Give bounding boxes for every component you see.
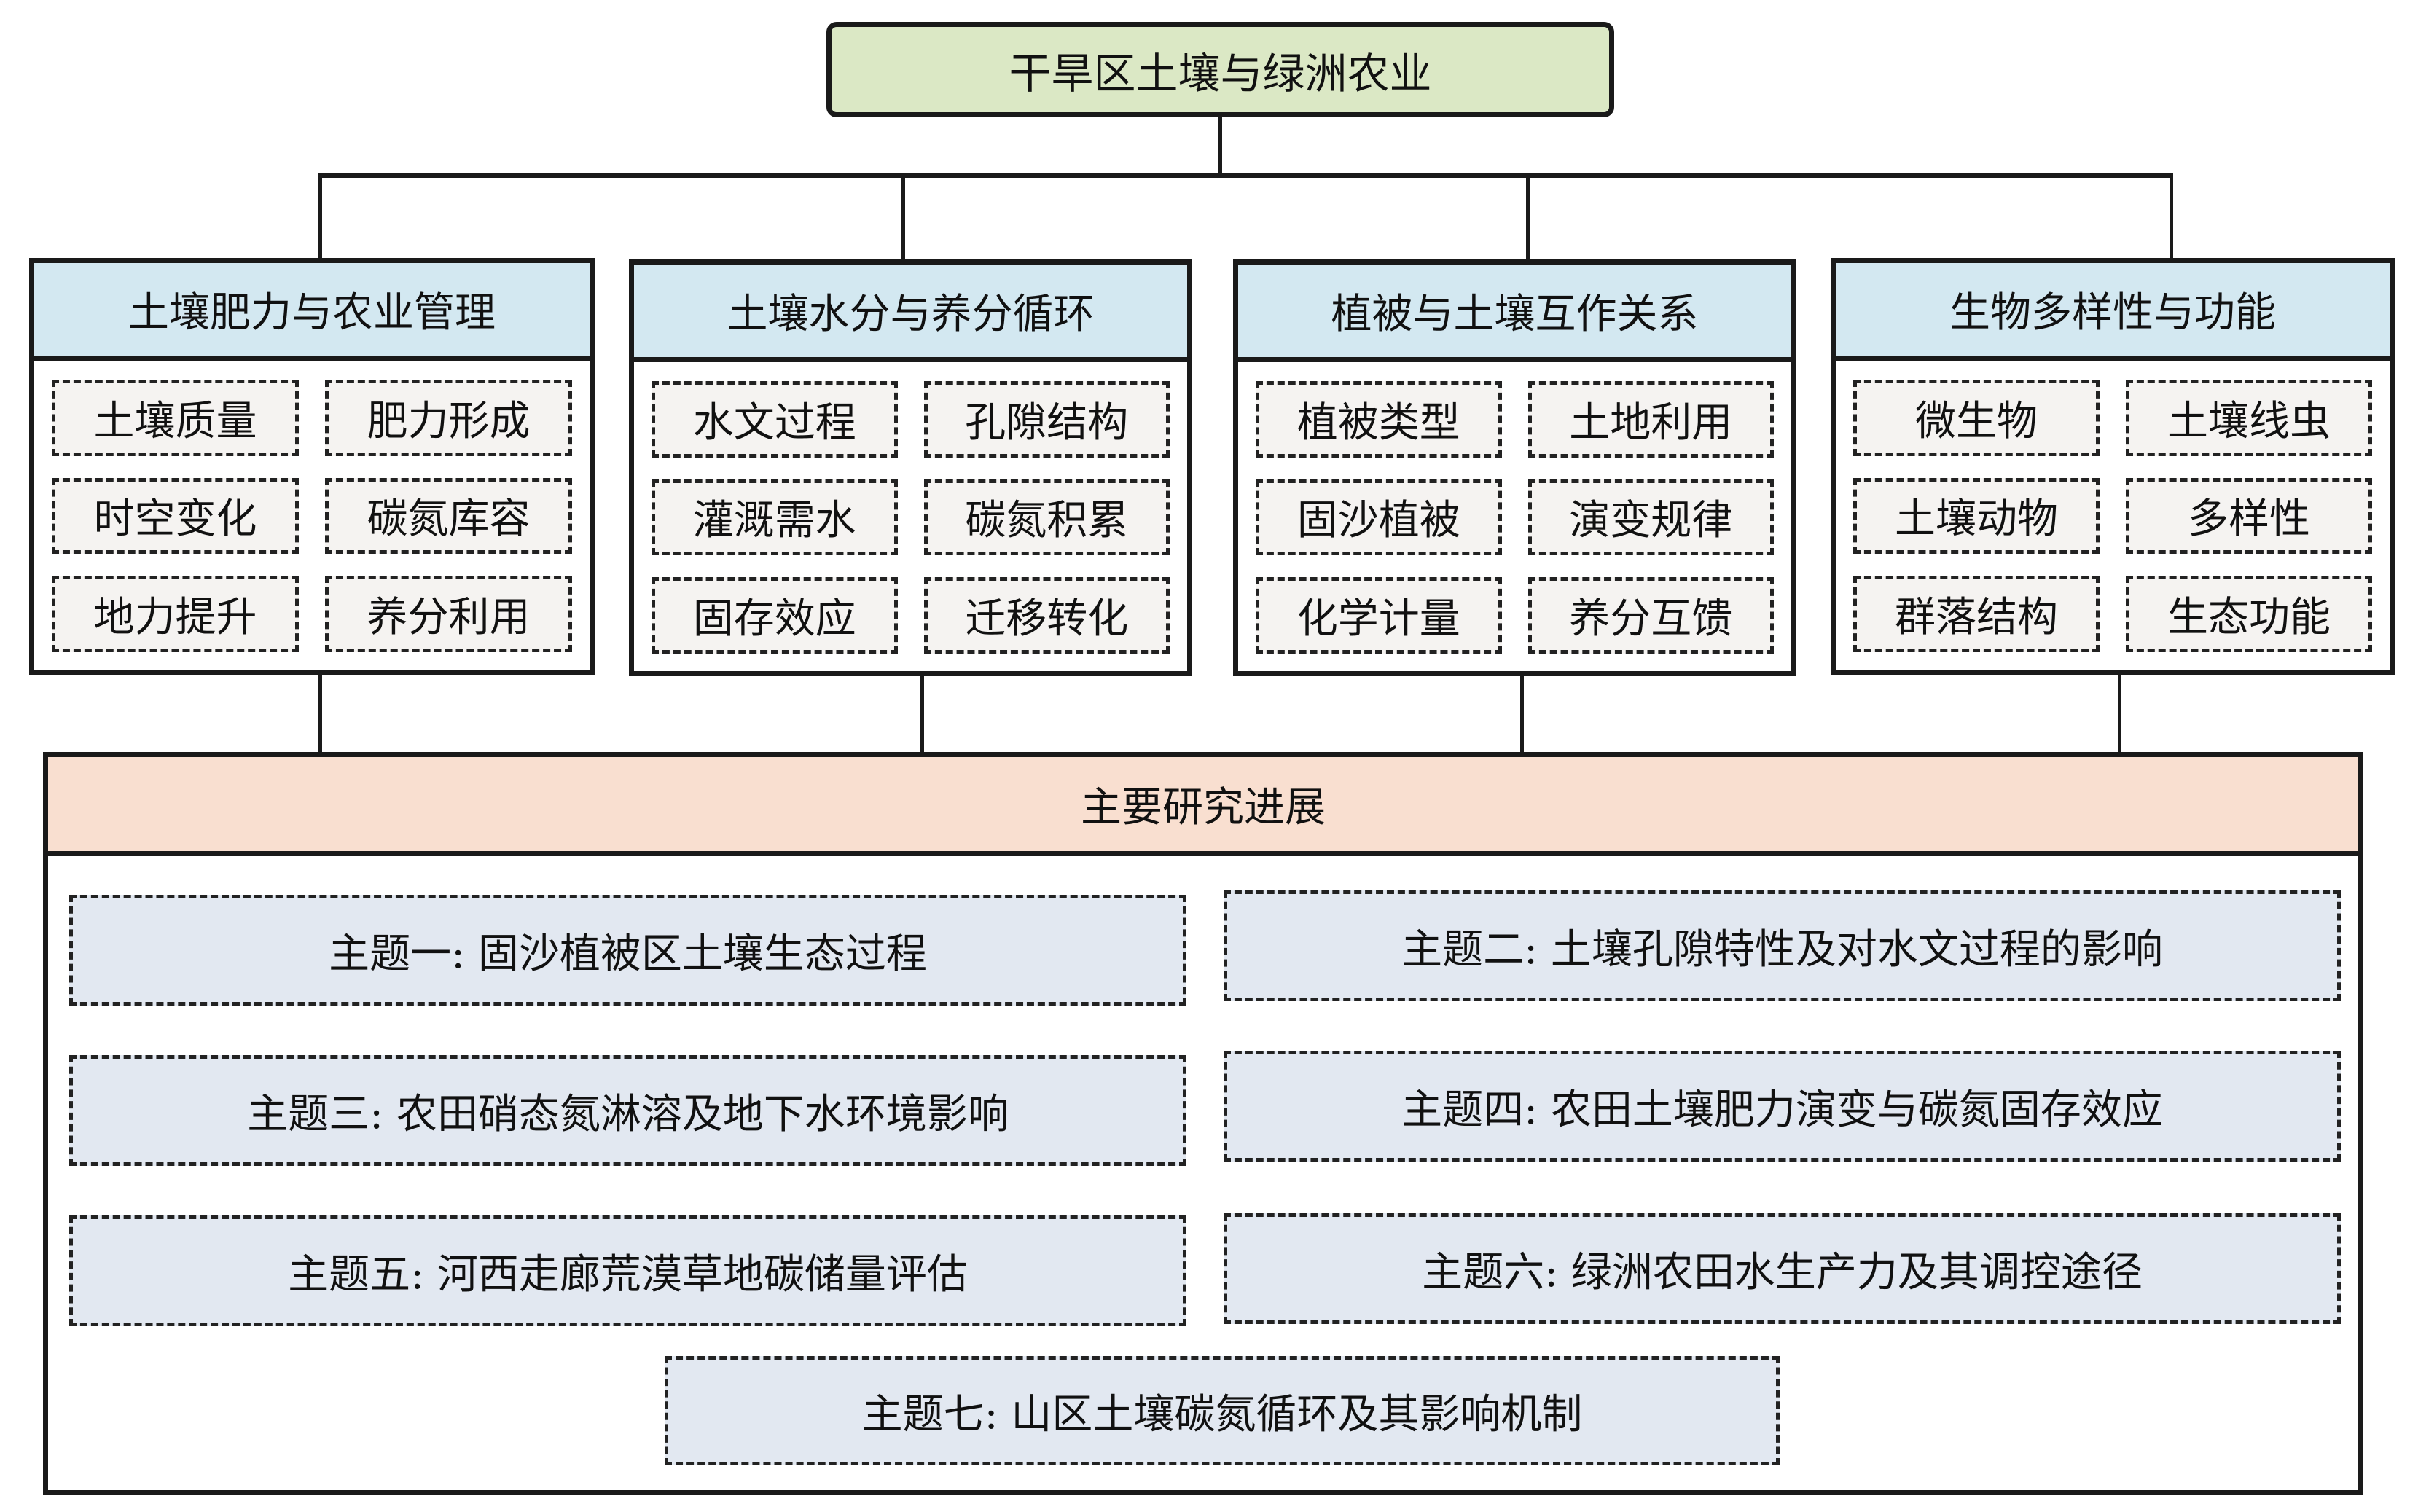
connector-cat-4-up: [2170, 175, 2173, 259]
category-title: 生物多样性与功能: [1949, 289, 2276, 337]
category-title: 植被与土壤互作关系: [1331, 291, 1699, 338]
keyword-item: 化学计量: [1256, 577, 1502, 654]
theme-7: 主题七: 山区土壤碳氮循环及其影响机制: [665, 1356, 1780, 1465]
theme-3: 主题三: 农田硝态氮淋溶及地下水环境影响: [69, 1055, 1186, 1166]
connector-cat-4-down: [2118, 673, 2121, 753]
connector-cat-1-down: [318, 673, 322, 753]
keyword-item: 时空变化: [52, 477, 299, 555]
category-vegetation-soil: 植被与土壤互作关系 植被类型 土地利用 固沙植被 演变规律 化学计量 养分互馈: [1233, 259, 1796, 676]
keyword-item: 多样性: [2126, 477, 2372, 555]
theme-1: 主题一: 固沙植被区土壤生态过程: [69, 895, 1186, 1006]
category-items: 植被类型 土地利用 固沙植被 演变规律 化学计量 养分互馈: [1256, 381, 1774, 654]
keyword-item: 水文过程: [652, 381, 898, 458]
category-items: 土壤质量 肥力形成 时空变化 碳氮库容 地力提升 养分利用: [52, 380, 572, 652]
keyword-item: 群落结构: [1853, 576, 2100, 652]
keyword-item: 土壤线虫: [2126, 380, 2372, 456]
theme-5: 主题五: 河西走廊荒漠草地碳储量评估: [69, 1215, 1186, 1326]
keyword-item: 土壤质量: [52, 380, 299, 456]
category-header: 土壤水分与养分循环: [634, 265, 1187, 362]
category-header: 生物多样性与功能: [1836, 263, 2390, 361]
category-title: 土壤肥力与农业管理: [128, 289, 496, 337]
keyword-item: 迁移转化: [923, 577, 1170, 654]
root-node: 干旱区土壤与绿洲农业: [826, 22, 1614, 117]
keyword-item: 微生物: [1853, 380, 2100, 456]
keyword-item: 土地利用: [1527, 381, 1774, 458]
connector-cat-3-down: [1520, 673, 1524, 753]
connector-cat-2-down: [920, 673, 924, 753]
category-items: 水文过程 孔隙结构 灌溉需水 碳氮积累 固存效应 迁移转化: [652, 381, 1170, 654]
connector-top-bus: [318, 173, 2173, 178]
category-items: 微生物 土壤线虫 土壤动物 多样性 群落结构 生态功能: [1853, 380, 2372, 652]
keyword-item: 养分互馈: [1527, 577, 1774, 654]
connector-root-down: [1218, 117, 1222, 176]
category-header: 土壤肥力与农业管理: [34, 263, 590, 361]
keyword-item: 地力提升: [52, 576, 299, 652]
connector-cat-2-up: [901, 175, 905, 259]
keyword-item: 灌溉需水: [652, 479, 898, 556]
keyword-item: 碳氮库容: [325, 477, 572, 555]
keyword-item: 养分利用: [325, 576, 572, 652]
keyword-item: 植被类型: [1256, 381, 1502, 458]
keyword-item: 生态功能: [2126, 576, 2372, 652]
theme-6: 主题六: 绿洲农田水生产力及其调控途径: [1224, 1213, 2341, 1324]
research-progress-header: 主要研究进展: [48, 757, 2358, 856]
research-progress-title: 主要研究进展: [1081, 784, 1326, 831]
keyword-item: 演变规律: [1527, 479, 1774, 556]
category-title: 土壤水分与养分循环: [727, 291, 1095, 338]
category-water-nutrient-cycle: 土壤水分与养分循环 水文过程 孔隙结构 灌溉需水 碳氮积累 固存效应 迁移转化: [629, 259, 1192, 676]
root-title: 干旱区土壤与绿洲农业: [1009, 48, 1432, 98]
theme-4: 主题四: 农田土壤肥力演变与碳氮固存效应: [1224, 1051, 2341, 1162]
connector-cat-3-up: [1526, 175, 1530, 259]
keyword-item: 肥力形成: [325, 380, 572, 456]
category-biodiversity: 生物多样性与功能 微生物 土壤线虫 土壤动物 多样性 群落结构 生态功能: [1831, 258, 2395, 675]
category-soil-fertility: 土壤肥力与农业管理 土壤质量 肥力形成 时空变化 碳氮库容 地力提升 养分利用: [29, 258, 595, 675]
theme-2: 主题二: 土壤孔隙特性及对水文过程的影响: [1224, 890, 2341, 1001]
keyword-item: 土壤动物: [1853, 477, 2100, 555]
keyword-item: 固存效应: [652, 577, 898, 654]
keyword-item: 固沙植被: [1256, 479, 1502, 556]
keyword-item: 碳氮积累: [923, 479, 1170, 556]
category-header: 植被与土壤互作关系: [1238, 265, 1791, 362]
connector-cat-1-up: [318, 175, 322, 259]
keyword-item: 孔隙结构: [923, 381, 1170, 458]
